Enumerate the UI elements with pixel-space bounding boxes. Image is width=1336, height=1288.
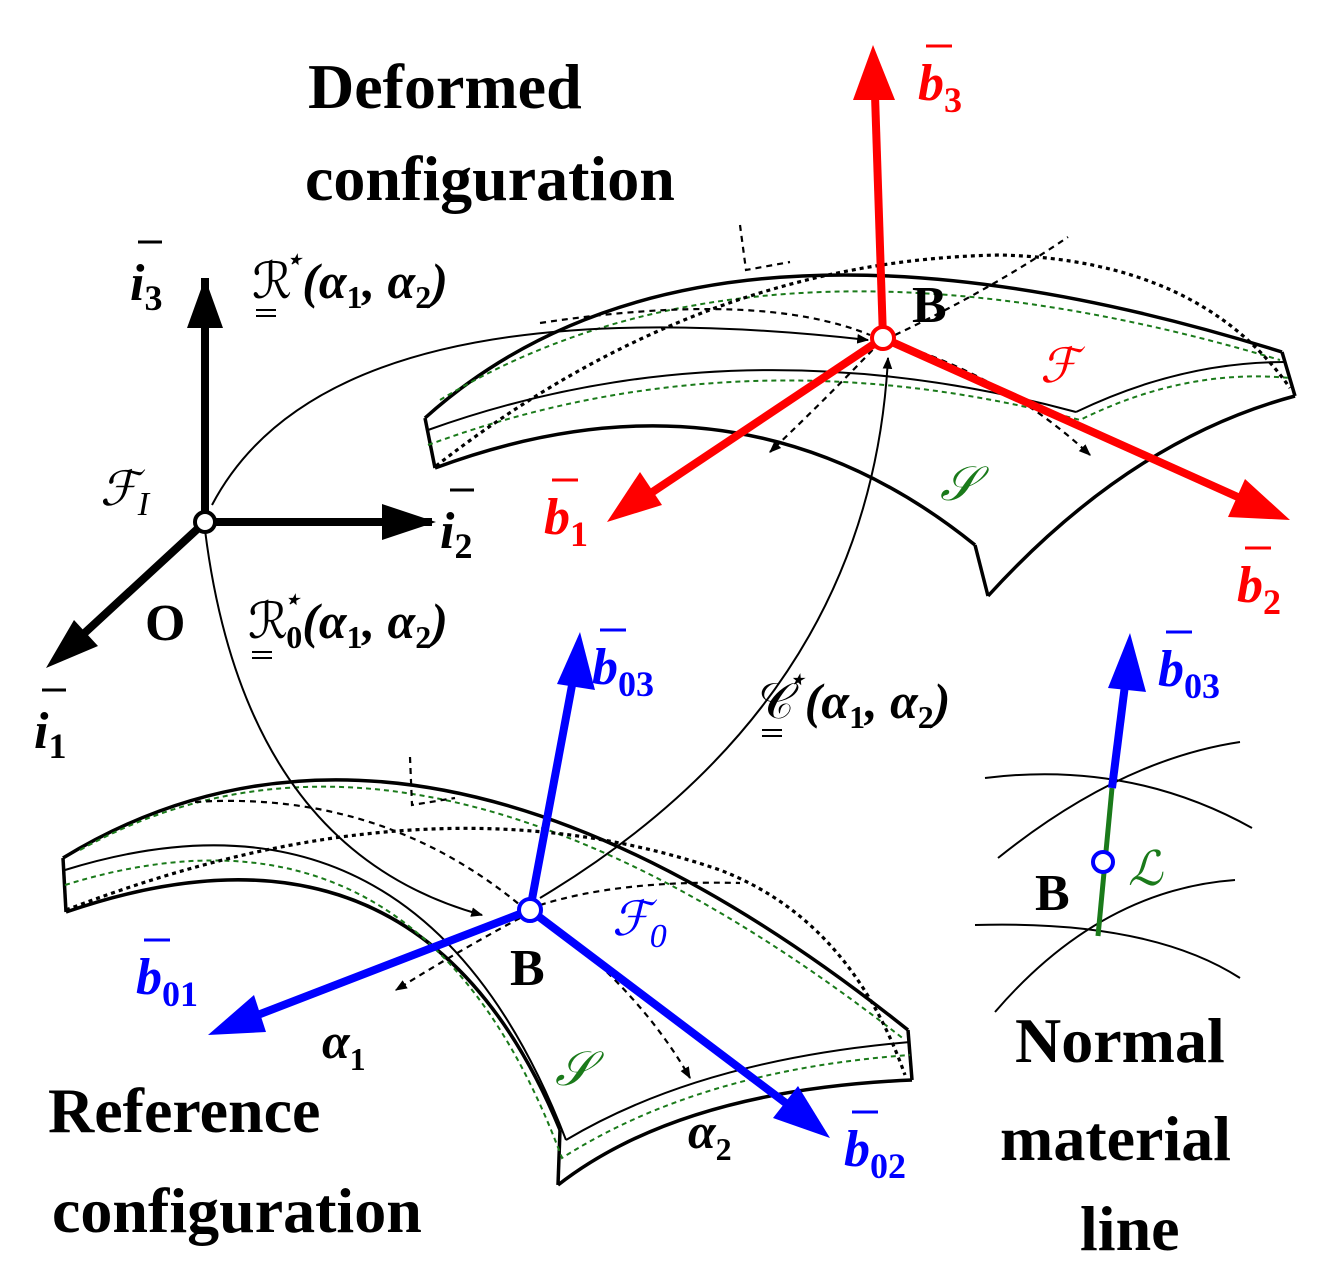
frame-F0-label: ℱ0 — [612, 893, 667, 955]
svg-text:b03: b03 — [1158, 641, 1220, 706]
mapping-curve-R — [211, 326, 870, 506]
frame-F-label: ℱ — [1040, 340, 1086, 393]
svg-text:i1: i1 — [34, 703, 66, 766]
svg-text:b2: b2 — [1237, 557, 1281, 622]
normal-title-line2: material — [1000, 1103, 1231, 1174]
b01-label: b01 — [136, 938, 198, 1014]
surface-S-deformed: 𝒮 — [940, 458, 990, 511]
b02-arrow — [527, 906, 798, 1114]
B-inset-label: B — [1035, 865, 1070, 922]
deformed-title-line1: Deformed — [308, 51, 582, 122]
alpha1-label: α1 — [322, 1013, 366, 1077]
B-deformed-label: B — [912, 277, 947, 334]
surface-S-reference: 𝒮 — [555, 1043, 605, 1096]
reference-frame — [208, 632, 830, 1138]
b03-label: b03 — [592, 628, 654, 704]
svg-text:i2: i2 — [440, 503, 472, 566]
i3-label: i3 — [130, 240, 162, 318]
reference-title-line1: Reference — [48, 1075, 320, 1146]
i1-axis-arrow — [61, 519, 208, 655]
b01-arrow — [248, 906, 532, 1022]
svg-text:b02: b02 — [844, 1121, 906, 1186]
point-B-reference — [517, 897, 543, 923]
mapping-curve-C — [539, 356, 893, 899]
svg-text:b1: b1 — [544, 489, 588, 554]
b1-label: b1 — [544, 478, 588, 554]
deformed-frame — [607, 45, 1290, 522]
b02-label: b02 — [844, 1110, 906, 1186]
reference-shell — [61, 756, 914, 1187]
frame-FI-label: ℱI — [100, 463, 151, 523]
normal-title-line1: Normal — [1015, 1005, 1225, 1076]
deformed-title-line2: configuration — [305, 143, 675, 214]
point-B-inset — [1091, 850, 1115, 874]
origin-point — [193, 510, 217, 534]
mapping-R0-label: ℛ⋆0(α1, α2) — [248, 585, 448, 659]
mapping-C-label: 𝒞⋆(α1, α2) — [758, 665, 950, 737]
point-B-deformed — [870, 325, 896, 351]
svg-text:b01: b01 — [136, 949, 198, 1014]
inertial-frame — [46, 278, 436, 668]
i2-label: i2 — [440, 488, 474, 566]
b2-arrow — [881, 334, 1242, 502]
b03-inset-label: b03 — [1158, 630, 1220, 706]
svg-text:i3: i3 — [130, 255, 162, 318]
b03-inset-arrow — [1108, 684, 1129, 789]
normal-title-line3: line — [1080, 1193, 1180, 1264]
mapping-curve-R0 — [204, 529, 484, 917]
reference-title-line2: configuration — [52, 1175, 422, 1246]
origin-label: O — [145, 595, 185, 652]
svg-text:b3: b3 — [918, 55, 962, 120]
normal-line-inset — [974, 633, 1253, 1013]
i1-label: i1 — [34, 688, 66, 766]
line-L-label: ℒ — [1128, 843, 1164, 896]
svg-text:ℛ⋆0(α1, α2): ℛ⋆0(α1, α2) — [248, 585, 448, 655]
B-reference-label: B — [510, 940, 545, 997]
b3-label: b3 — [918, 44, 962, 120]
svg-text:ℛ⋆(α1, α2): ℛ⋆(α1, α2) — [252, 245, 448, 315]
b2-label: b2 — [1237, 546, 1281, 622]
alpha2-label: α2 — [688, 1103, 732, 1167]
svg-text:𝒞⋆(α1, α2): 𝒞⋆(α1, α2) — [758, 665, 950, 735]
b03-arrow — [526, 679, 577, 911]
svg-text:b03: b03 — [592, 639, 654, 704]
b1-arrow — [645, 334, 886, 499]
mapping-R-label: ℛ⋆(α1, α2) — [252, 245, 448, 317]
b3-arrow — [871, 94, 887, 339]
